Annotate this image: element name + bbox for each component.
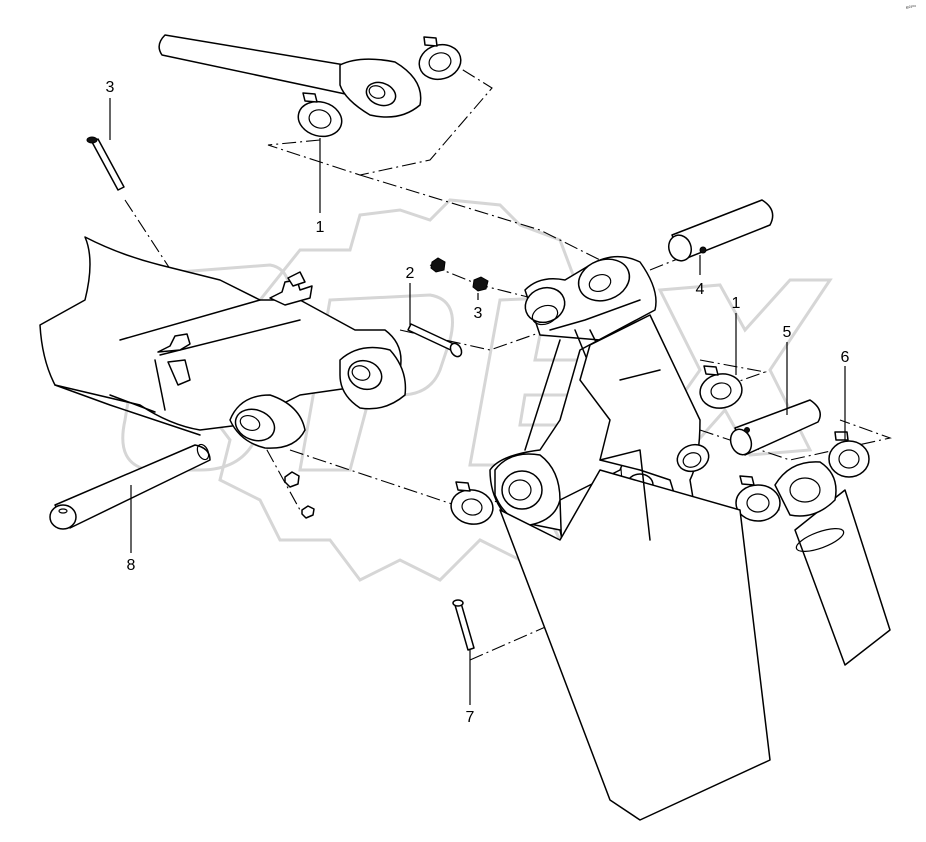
callout-3-left: 3 — [106, 79, 115, 96]
callout-3-center: 3 — [474, 305, 483, 322]
callout-4: 4 — [696, 281, 705, 298]
lock-washer-lower-right — [735, 475, 781, 522]
lock-washer-top-right — [418, 36, 462, 81]
pin-4 — [667, 199, 774, 262]
bucket-arm — [499, 449, 771, 821]
lock-washer-6 — [828, 431, 870, 478]
callout-7: 7 — [466, 709, 475, 726]
pin-large-left — [49, 443, 211, 530]
callout-8: 8 — [127, 557, 136, 574]
callout-6: 6 — [841, 349, 850, 366]
bolt-2 — [407, 323, 463, 358]
boom-arm-left — [39, 236, 407, 449]
pin-5 — [729, 399, 821, 456]
lock-washer-mid-left — [450, 481, 494, 525]
callout-2: 2 — [406, 265, 415, 282]
callout-1-top: 1 — [316, 219, 325, 236]
callout-5: 5 — [783, 324, 792, 341]
bolt-top-left — [86, 136, 125, 191]
callout-labels: 1 1 2 3 3 4 5 6 7 8 — [106, 79, 850, 726]
center-link — [489, 256, 657, 641]
leader-lines — [109, 98, 846, 705]
callout-1-right: 1 — [732, 295, 741, 312]
cylinder-right — [774, 461, 891, 666]
corner-code: e²³⁰⁰ — [906, 5, 916, 11]
lock-washer-right — [699, 365, 743, 409]
lock-washer-top-left — [297, 92, 343, 138]
bolt-7 — [452, 599, 475, 651]
watermark-letter-o — [121, 263, 292, 472]
cylinder-rod-top — [158, 34, 422, 118]
